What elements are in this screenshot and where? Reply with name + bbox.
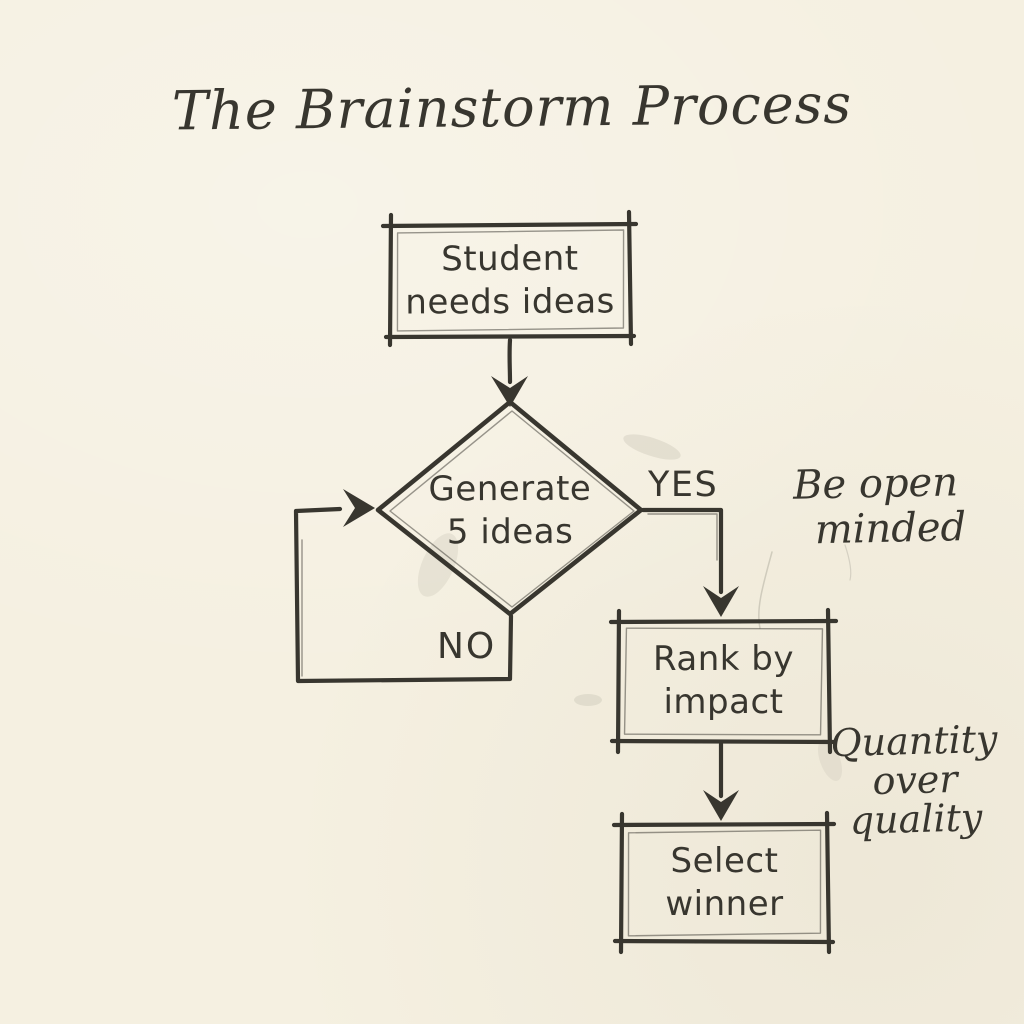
node-generate-diamond	[375, 399, 644, 617]
page-title: The Brainstorm Process	[171, 72, 853, 143]
edge-label-no: NO	[437, 626, 497, 667]
node-rank-line2: impact	[663, 681, 784, 722]
node-select-label: Select winner	[623, 840, 826, 926]
node-rank-box	[608, 607, 839, 755]
node-student-line1: Student	[441, 238, 579, 280]
node-student-box	[380, 209, 639, 348]
annotation-be-open-minded: Be open minded	[775, 459, 977, 554]
node-student-label: Student needs ideas	[392, 237, 628, 324]
node-student-line2: needs ideas	[405, 281, 615, 323]
annotation-quality-line3: quality	[849, 795, 983, 843]
annotation-open-line2: minded	[814, 503, 967, 554]
edge-label-yes: YES	[648, 465, 719, 505]
annotation-quality-line1: Quantity	[829, 716, 998, 766]
pencil-smudges	[417, 434, 852, 781]
node-select-line1: Select	[670, 841, 779, 881]
annotation-open-line1: Be open	[792, 459, 959, 509]
edge-generate-loop-arrow	[293, 489, 514, 684]
node-generate-line1: Generate	[428, 468, 592, 510]
node-generate-label: Generate 5 ideas	[398, 468, 622, 554]
node-select-box	[611, 810, 837, 955]
edge-rank-select-arrow	[703, 741, 739, 821]
node-rank-line1: Rank by	[653, 639, 794, 679]
edge-student-generate-arrow	[491, 337, 528, 407]
node-select-line2: winner	[665, 883, 784, 924]
node-rank-label: Rank by impact	[620, 638, 827, 724]
annotation-quantity-over-quality: Quantity over quality	[829, 716, 1000, 843]
node-generate-line2: 5 ideas	[446, 511, 574, 553]
edge-generate-rank-arrow	[640, 507, 739, 617]
